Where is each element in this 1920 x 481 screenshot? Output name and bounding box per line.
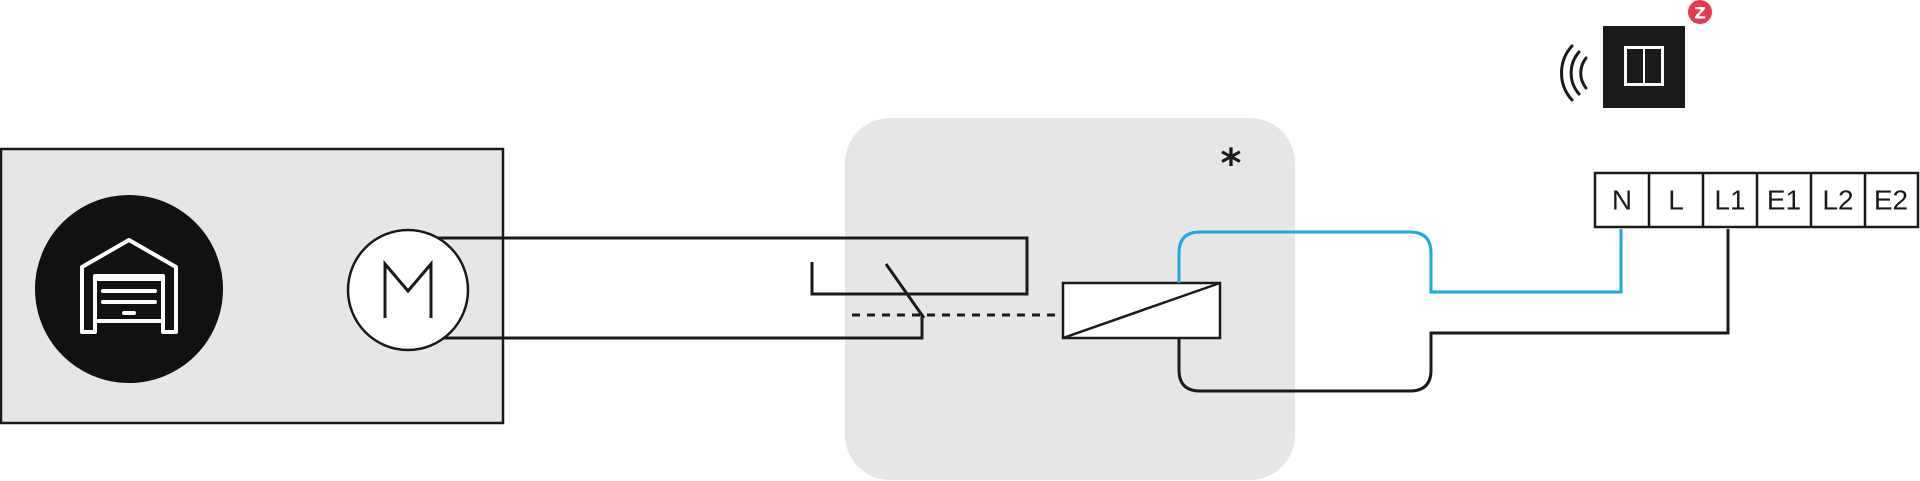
actuator-note-symbol: * (1221, 141, 1242, 187)
motor-icon (346, 228, 470, 352)
terminal-label-n: N (1612, 185, 1632, 216)
zigbee-badge-icon: Z (1688, 0, 1712, 24)
terminal-label-e1: E1 (1767, 185, 1801, 216)
terminal-label-l: L (1668, 185, 1684, 216)
wireless-signal-icon (1560, 44, 1588, 102)
terminal-label-l1: L1 (1714, 185, 1745, 216)
garage-door-icon (35, 195, 223, 383)
terminal-label-l2: L2 (1822, 185, 1853, 216)
rocker-switch-icon (1603, 26, 1685, 108)
motor-control-wires (430, 236, 1029, 340)
line-wire (1177, 229, 1730, 393)
terminal-block: N L L1 E1 L2 E2 (1593, 171, 1920, 229)
neutral-wire (1177, 229, 1623, 294)
zigbee-badge-text: Z (1694, 4, 1706, 23)
relay-coil (1061, 281, 1222, 340)
terminal-label-e2: E2 (1874, 185, 1908, 216)
